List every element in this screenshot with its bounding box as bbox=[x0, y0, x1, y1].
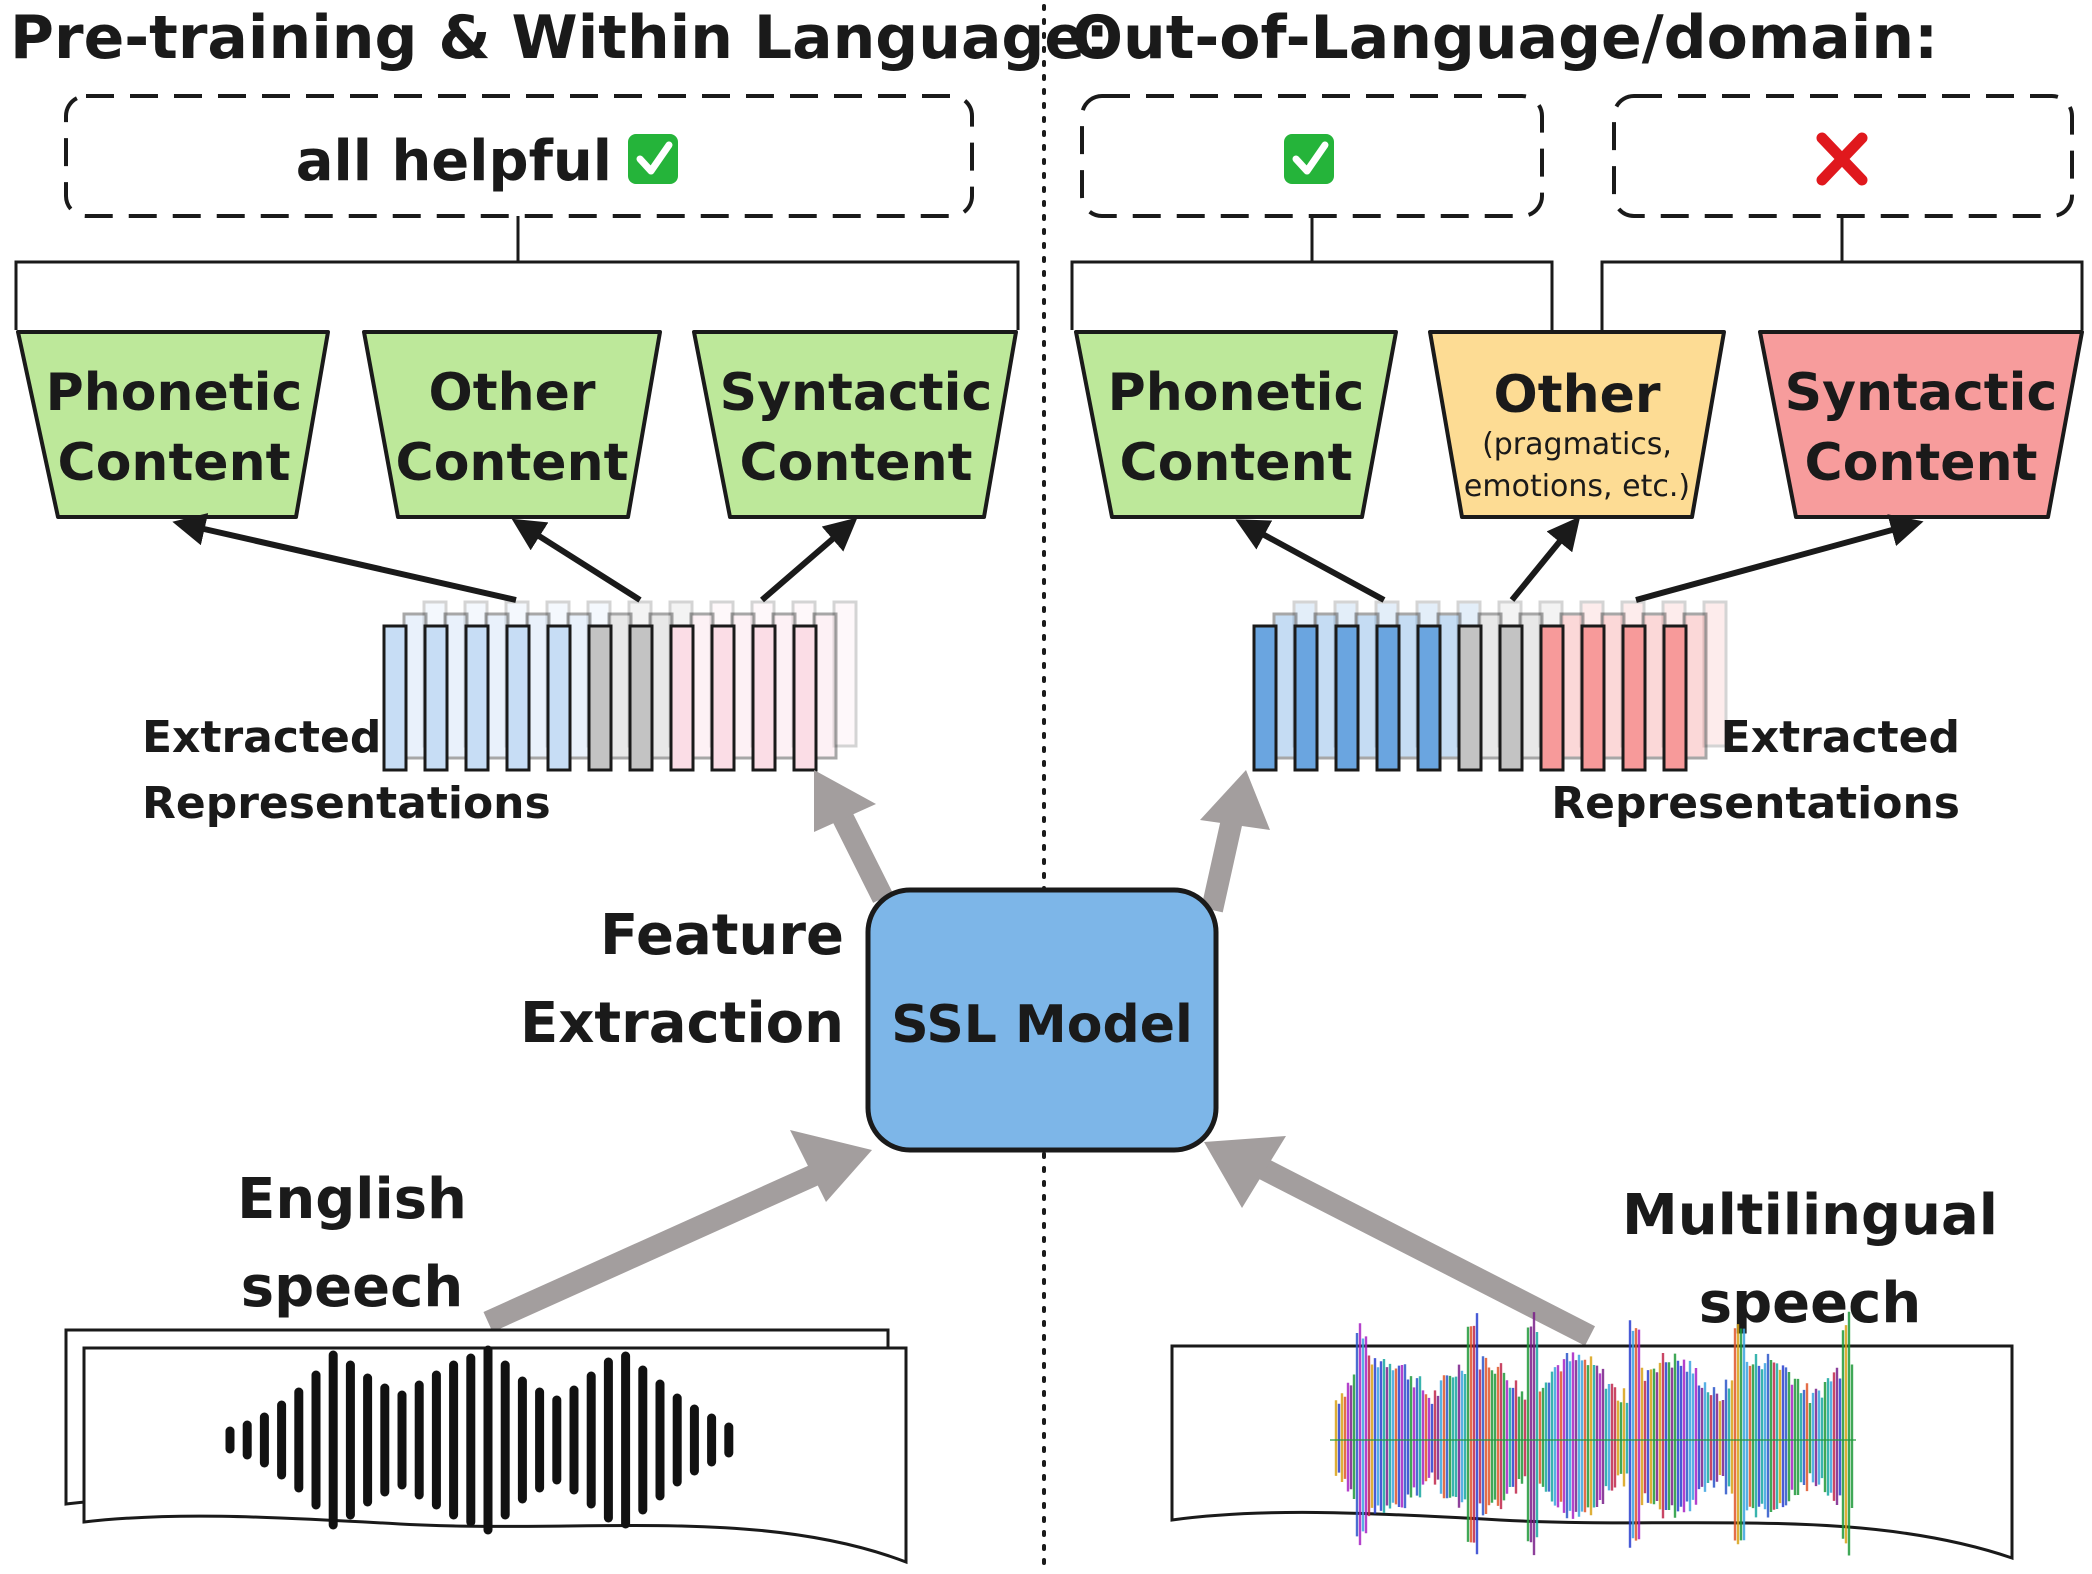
flow-arrow-to-left-representations bbox=[814, 770, 893, 903]
svg-text:Content: Content bbox=[396, 433, 629, 493]
multilingual-speech-label-2: speech bbox=[1699, 1271, 1921, 1336]
check-mark-icon bbox=[1284, 134, 1334, 184]
representation-bar bbox=[710, 624, 736, 772]
representation-bar bbox=[1252, 624, 1278, 772]
representation-bar bbox=[628, 624, 654, 772]
english-speech-label-2: speech bbox=[241, 1255, 463, 1320]
representation-bar bbox=[464, 624, 490, 772]
right-brackets bbox=[1070, 216, 2084, 330]
ssl-model-box bbox=[865, 887, 1219, 1153]
left-bracket bbox=[14, 216, 1020, 330]
left-heading: Pre-training & Within Language: bbox=[10, 3, 1109, 73]
representation-layer bbox=[402, 612, 838, 760]
svg-text:Syntactic: Syntactic bbox=[720, 363, 993, 423]
representation-layer bbox=[382, 624, 818, 772]
multilingual-waveform-icon bbox=[1330, 1311, 1856, 1556]
left-representations bbox=[382, 600, 858, 772]
left-other-box: Other Content bbox=[362, 330, 662, 519]
representation-bar bbox=[1334, 624, 1360, 772]
representation-bar bbox=[546, 624, 572, 772]
right-phonetic-box: Phonetic Content bbox=[1074, 330, 1398, 519]
feature-extraction-label-2: Extraction bbox=[520, 991, 844, 1056]
representation-bar bbox=[1457, 624, 1483, 772]
representation-bar bbox=[1580, 624, 1606, 772]
flow-arrow-multilingual-input bbox=[1204, 1136, 1596, 1346]
representation-bar bbox=[751, 624, 777, 772]
representation-bar bbox=[382, 624, 408, 772]
left-verdict-box bbox=[64, 94, 974, 218]
svg-text:(pragmatics,: (pragmatics, bbox=[1482, 427, 1672, 462]
representation-bar bbox=[423, 624, 449, 772]
left-phonetic-box: Phonetic Content bbox=[16, 330, 330, 519]
representation-layer bbox=[1252, 624, 1688, 772]
english-waveform-icon bbox=[225, 1345, 734, 1535]
svg-text:Phonetic: Phonetic bbox=[1108, 363, 1365, 423]
svg-text:Content: Content bbox=[1805, 433, 2038, 493]
representation-bar bbox=[1539, 624, 1565, 772]
representation-bar bbox=[1662, 624, 1688, 772]
svg-text:Phonetic: Phonetic bbox=[46, 363, 303, 423]
left-verdict-label: all helpful bbox=[296, 129, 612, 194]
svg-text:Content: Content bbox=[740, 433, 973, 493]
svg-text:Other: Other bbox=[1494, 365, 1661, 425]
representation-bar bbox=[505, 624, 531, 772]
right-heading: Out-of-Language/domain: bbox=[1072, 3, 1938, 73]
right-syntactic-box: Syntactic Content bbox=[1758, 330, 2084, 519]
multilingual-speech-document bbox=[1170, 1311, 2014, 1561]
representation-bar bbox=[1621, 624, 1647, 772]
right-probe-arrows bbox=[1235, 514, 1924, 603]
left-repr-label-2: Representations bbox=[142, 778, 551, 829]
representation-bar bbox=[832, 600, 858, 748]
feature-extraction-label-1: Feature bbox=[600, 903, 844, 968]
flow-arrow-to-right-representations bbox=[1200, 770, 1270, 913]
right-representations bbox=[1252, 600, 1728, 772]
svg-text:emotions, etc.): emotions, etc.) bbox=[1464, 469, 1690, 504]
left-repr-label-1: Extracted bbox=[142, 712, 381, 763]
representation-bar bbox=[587, 624, 613, 772]
check-mark-icon bbox=[628, 134, 678, 184]
multilingual-speech-label-1: Multilingual bbox=[1622, 1183, 1998, 1248]
representation-layer bbox=[1272, 612, 1708, 760]
representation-bar bbox=[1498, 624, 1524, 772]
svg-text:Other: Other bbox=[429, 363, 596, 423]
representation-bar bbox=[1416, 624, 1442, 772]
english-speech-document bbox=[64, 1328, 908, 1565]
right-repr-label-1: Extracted bbox=[1721, 712, 1960, 763]
right-repr-label-2: Representations bbox=[1551, 778, 1960, 829]
left-syntactic-box: Syntactic Content bbox=[692, 330, 1018, 519]
cross-mark-icon bbox=[1816, 132, 1868, 186]
svg-text:Content: Content bbox=[58, 433, 291, 493]
svg-text:Syntactic: Syntactic bbox=[1785, 363, 2058, 423]
representation-bar bbox=[1702, 600, 1728, 748]
flow-arrow-english-input bbox=[483, 1130, 872, 1333]
left-probe-arrows bbox=[172, 513, 858, 603]
right-other-box: Other (pragmatics, emotions, etc.) bbox=[1428, 330, 1726, 519]
representation-bar bbox=[792, 624, 818, 772]
representation-bar bbox=[669, 624, 695, 772]
english-speech-label-1: English bbox=[237, 1167, 467, 1232]
representation-bar bbox=[1293, 624, 1319, 772]
svg-text:Content: Content bbox=[1120, 433, 1353, 493]
ssl-model-label: SSL Model bbox=[891, 995, 1193, 1055]
representation-bar bbox=[1375, 624, 1401, 772]
